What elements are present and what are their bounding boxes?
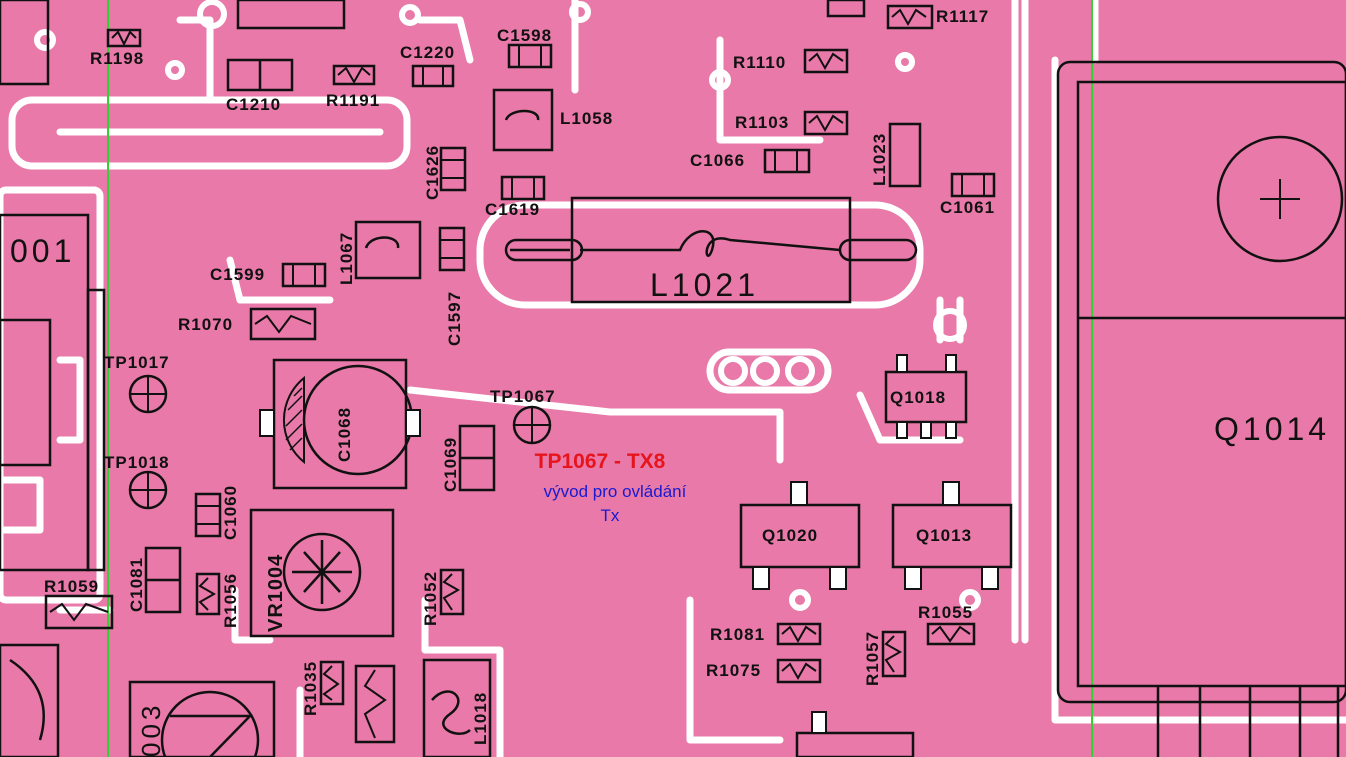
transistor-legs [259, 354, 999, 734]
trimmer-pot [170, 540, 352, 757]
annotation-line1: vývod pro ovládání [543, 482, 687, 501]
label-r1103: R1103 [735, 113, 789, 132]
label-q1018: Q1018 [890, 388, 946, 407]
label-r1057: R1057 [863, 631, 882, 686]
label-l1023: L1023 [870, 133, 889, 186]
label-r1052: R1052 [421, 571, 440, 626]
label-l1067: L1067 [337, 232, 356, 285]
annotation-title: TP1067 - TX8 [534, 450, 666, 473]
label-u1001: 001 [10, 233, 75, 269]
label-c1210: C1210 [226, 95, 281, 114]
label-r1191: R1191 [326, 91, 380, 110]
label-r1110: R1110 [733, 53, 786, 72]
resistor-zigzags [49, 8, 971, 739]
label-c1061: C1061 [940, 198, 995, 217]
label-r1117: R1117 [936, 7, 989, 26]
label-c1598: C1598 [497, 26, 552, 45]
label-q1020: Q1020 [762, 526, 818, 545]
label-c1597: C1597 [445, 291, 464, 346]
label-r1035: R1035 [301, 661, 320, 716]
label-r1198: R1198 [90, 49, 144, 68]
label-l1018: L1018 [471, 692, 490, 745]
label-l1058: L1058 [560, 109, 613, 128]
label-q1014: Q1014 [1214, 411, 1330, 447]
label-r1055: R1055 [918, 603, 973, 622]
label-r1056: R1056 [221, 573, 240, 628]
label-u1003: 003 [136, 702, 166, 757]
q1014-pins [1156, 686, 1340, 757]
label-c1220: C1220 [400, 43, 455, 62]
inductor-coil [364, 109, 918, 735]
label-c1066: C1066 [690, 151, 745, 170]
label-c1069: C1069 [441, 437, 460, 492]
label-tp1067: TP1067 [490, 387, 556, 406]
label-c1619: C1619 [485, 200, 540, 219]
label-c1068: C1068 [335, 407, 354, 462]
label-c1599: C1599 [210, 265, 265, 284]
pads [34, 0, 981, 611]
guide-lines [107, 0, 1093, 757]
label-r1075: R1075 [706, 661, 761, 680]
label-q1013: Q1013 [916, 526, 972, 545]
c1068-hatch [285, 387, 303, 451]
label-c1626: C1626 [423, 145, 442, 200]
annotation-line2: Tx [600, 506, 620, 525]
label-vr1004: VR1004 [265, 554, 287, 632]
label-c1060: C1060 [221, 485, 240, 540]
c1068-polarity-mark [282, 375, 305, 465]
label-r1081: R1081 [710, 625, 765, 644]
capacitor-marks [196, 45, 985, 525]
label-tp1018: TP1018 [104, 453, 170, 472]
label-l1021: L1021 [650, 267, 759, 303]
label-tp1017: TP1017 [104, 353, 170, 372]
label-r1059: R1059 [44, 577, 99, 596]
test-point-crosses [130, 179, 1300, 508]
label-r1070: R1070 [178, 315, 233, 334]
label-c1081: C1081 [127, 557, 146, 612]
